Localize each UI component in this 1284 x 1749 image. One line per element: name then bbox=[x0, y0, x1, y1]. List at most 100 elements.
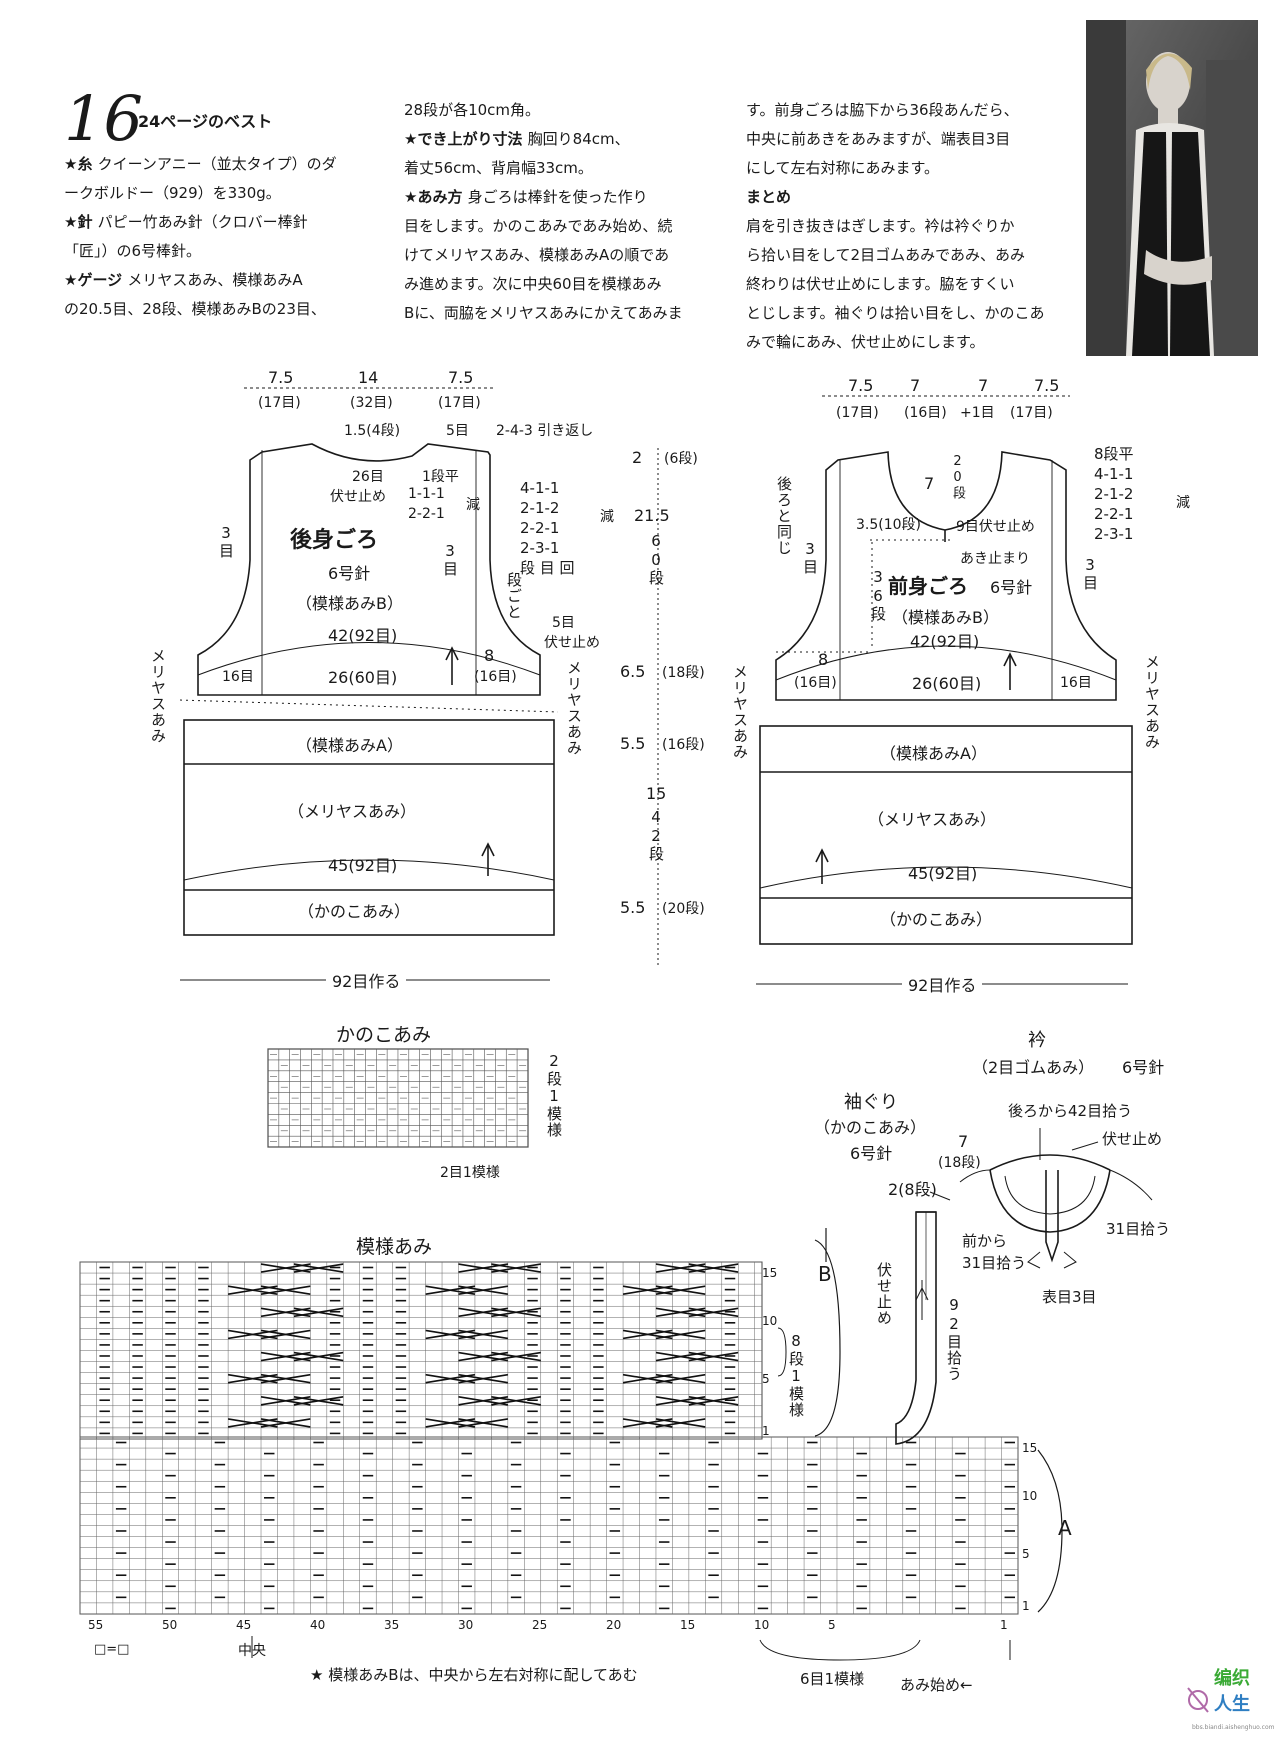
seed-chart-cols: 2目1模様 bbox=[440, 1165, 500, 1181]
back-neck-dec-3: 2-2-1 bbox=[408, 506, 445, 522]
watermark-site: bbs.biandi.aishenghuo.com bbox=[1192, 1724, 1275, 1731]
pattern-a-label: A bbox=[1058, 1516, 1072, 1540]
cable-cross bbox=[688, 1351, 739, 1362]
text-keyword: ★でき上がり寸法 bbox=[404, 130, 528, 148]
back-seed: （かのこあみ） bbox=[298, 902, 411, 921]
col3-line: ら拾い目をして2目ゴムあみであみ、あみ bbox=[746, 241, 1076, 270]
text-value: 胸回り84cm、 bbox=[527, 130, 630, 148]
col3-line: にして左右対称にあみます。 bbox=[746, 154, 1076, 183]
text-value: 「匠」）の6号棒針。 bbox=[64, 242, 202, 260]
front-armhole-3: 3目 bbox=[1081, 556, 1099, 591]
tick-label: 25 bbox=[532, 1618, 548, 1632]
front-rows-36: 36段 bbox=[869, 568, 887, 622]
armhole-pick: 92目拾う bbox=[945, 1296, 963, 1382]
col1-line: の20.5目、28段、模様あみBの23目、 bbox=[64, 295, 374, 324]
front-cast-on: 92目作る bbox=[902, 972, 983, 996]
collar-diagram bbox=[959, 1128, 1153, 1269]
text-value: ークボルドー（929）を330g。 bbox=[64, 184, 281, 202]
back-armhole-each: 段ごと bbox=[505, 572, 523, 620]
text-column-3: す。前身ごろは脇下から36段あんだら、中央に前あきをあみますが、端表目3目にして… bbox=[746, 96, 1076, 357]
back-neck-dec-1: 1段平 bbox=[422, 469, 459, 485]
cable-cross bbox=[491, 1307, 541, 1318]
back-armhole-dec-step: 2-2-1 bbox=[520, 519, 560, 537]
text-value: ら拾い目をして2目ゴムあみであみ、あみ bbox=[746, 246, 1025, 264]
collar-pick-front-2: 31目拾う bbox=[962, 1254, 1027, 1272]
tick-label: 1 bbox=[762, 1424, 770, 1438]
pattern-start-label: あみ始め← bbox=[900, 1676, 973, 1694]
back-neck-dec-label: 減 bbox=[466, 497, 480, 513]
back-neck-bind: 伏せ止め bbox=[330, 489, 386, 505]
text-value: 中央に前あきをあみますが、端表目3目 bbox=[746, 130, 1011, 148]
collar-pick-back: 後ろから42目拾う bbox=[1008, 1102, 1133, 1120]
tick-label: 15 bbox=[762, 1266, 778, 1280]
front-title: 前身ごろ bbox=[888, 574, 968, 598]
pattern-chart-title: 模様あみ bbox=[356, 1236, 433, 1258]
front-opening-stop: あき止まり bbox=[960, 551, 1030, 567]
back-side-16b: (16目) bbox=[474, 669, 517, 685]
cable-cross bbox=[293, 1263, 344, 1273]
cable-cross bbox=[458, 1285, 508, 1295]
armhole-needle: 6号針 bbox=[850, 1144, 893, 1163]
cable-cross bbox=[688, 1307, 739, 1318]
scale-f: 5.5 bbox=[620, 898, 646, 917]
cable-cross bbox=[458, 1329, 508, 1340]
cable-cross bbox=[688, 1263, 739, 1273]
back-side-16a: 16目 bbox=[222, 669, 254, 685]
front-stockinette: （メリヤスあみ） bbox=[868, 810, 997, 829]
text-keyword: ★あみ方 bbox=[404, 188, 468, 206]
back-bind-5: 5目 bbox=[552, 615, 575, 631]
text-value: パピー竹あみ針（クロバー棒針 bbox=[97, 213, 308, 231]
tick-label: 10 bbox=[1022, 1489, 1038, 1503]
scale-a: 2 bbox=[632, 448, 643, 467]
back-neck-dec-2: 1-1-1 bbox=[408, 486, 445, 502]
scale-d: 5.5 bbox=[620, 734, 646, 753]
front-width-8: 8 bbox=[818, 650, 829, 669]
cable-cross bbox=[655, 1418, 706, 1428]
text-column-2: 28段が各10cm角。★でき上がり寸法 胸回り84cm、着丈56cm、背肩幅33… bbox=[404, 96, 724, 328]
back-side-label-right: メリヤスあみ bbox=[565, 660, 583, 756]
back-width-3: 7.5 bbox=[448, 368, 474, 387]
text-column-1: ★糸 クイーンアニー（並太タイプ）のダークボルドー（929）を330g。★針 パ… bbox=[64, 150, 374, 324]
back-needle: 6号針 bbox=[328, 564, 371, 583]
armhole-seed: （かのこあみ） bbox=[814, 1118, 927, 1137]
col2-line: 目をします。かのこあみであみ始め、続 bbox=[404, 212, 724, 241]
front-armhole-dec-step: 8段平 bbox=[1094, 445, 1134, 463]
front-neck-7: 7 bbox=[924, 474, 935, 493]
back-pattern-b: （模様あみB） bbox=[296, 594, 403, 613]
tick-label: 5 bbox=[762, 1372, 770, 1386]
seed-chart-rows: 2段1模様 bbox=[545, 1052, 563, 1138]
col2-line: ★あみ方 身ごろは棒針を使った作り bbox=[404, 183, 724, 212]
front-armhole-dec-step: 2-3-1 bbox=[1094, 525, 1134, 543]
front-neck-bind: 9目伏せ止め bbox=[956, 519, 1035, 535]
col3-line: す。前身ごろは脇下から36段あんだら、 bbox=[746, 96, 1076, 125]
cable-cross bbox=[655, 1285, 706, 1295]
front-side-label-left: メリヤスあみ bbox=[731, 664, 749, 760]
text-keyword: まとめ bbox=[746, 188, 792, 206]
watermark-line-2: 人生 bbox=[1214, 1694, 1250, 1715]
collar-bind: 伏せ止め bbox=[1102, 1130, 1163, 1148]
collar-length: 7 bbox=[958, 1132, 969, 1151]
back-width-1: 7.5 bbox=[268, 368, 294, 387]
armhole-length: 2(8段) bbox=[888, 1180, 937, 1199]
cable-cross bbox=[491, 1395, 541, 1406]
tick-label: 20 bbox=[606, 1618, 622, 1632]
back-neck-stitches: 5目 bbox=[446, 423, 469, 439]
cable-cross bbox=[688, 1395, 739, 1406]
pattern-note: ★ 模様あみBは、中央から左右対称に配してあむ bbox=[310, 1666, 638, 1684]
front-armhole-dec-step: 2-1-2 bbox=[1094, 485, 1134, 503]
scale-e: 15 bbox=[646, 784, 667, 803]
cable-cross bbox=[458, 1418, 508, 1428]
scale-b: 21.5 bbox=[634, 506, 670, 525]
col2-line: ★でき上がり寸法 胸回り84cm、 bbox=[404, 125, 724, 154]
collar-knit-3: 表目3目 bbox=[1042, 1288, 1097, 1306]
col3-line: まとめ bbox=[746, 183, 1076, 212]
back-stockinette: （メリヤスあみ） bbox=[288, 802, 417, 821]
back-armhole-dec-label: 減 bbox=[600, 509, 614, 525]
text-value: けてメリヤスあみ、模様あみAの順であ bbox=[404, 246, 670, 264]
back-cast-on: 92目作る bbox=[326, 968, 407, 992]
cable-cross bbox=[260, 1418, 311, 1428]
watermark-line-1: 编织 bbox=[1214, 1668, 1250, 1689]
back-width-2-stitches: (32目) bbox=[350, 395, 393, 411]
